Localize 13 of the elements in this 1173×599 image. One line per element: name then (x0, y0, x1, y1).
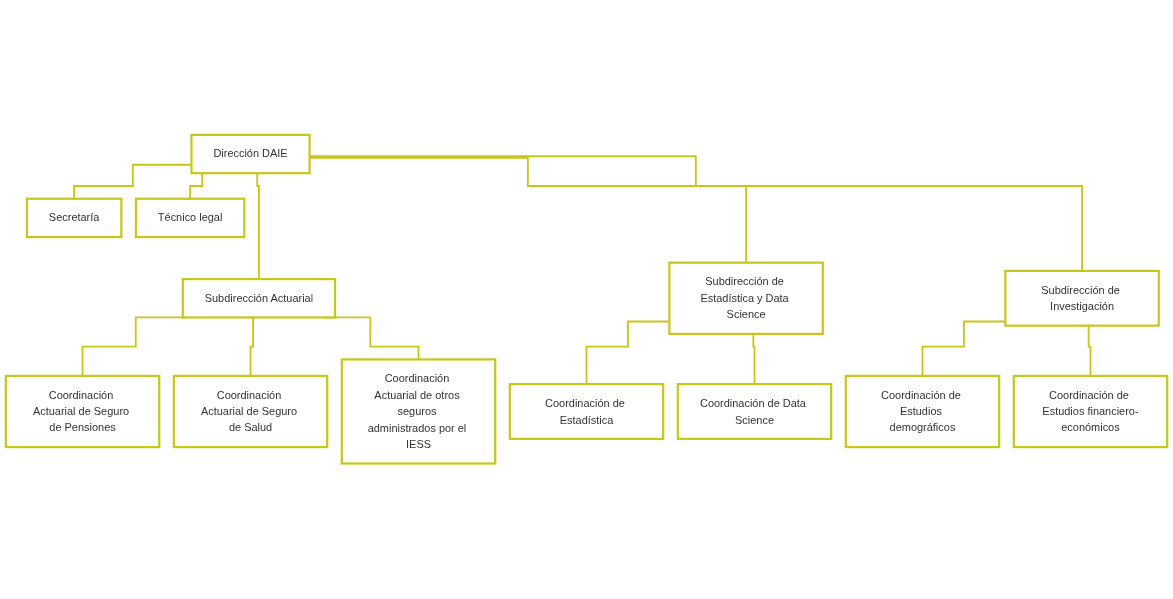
node-box: Subdirección de Estadística y Data Science (668, 261, 824, 336)
node-box: Subdirección Actuarial (181, 278, 337, 319)
node-box: Coordinación Actuarial de Seguro de Pensiones (4, 375, 161, 449)
node-box: Coordinación de Estudios demográficos (844, 375, 1001, 449)
node-box: Coordinación de Estudios financiero-económicos (1012, 375, 1169, 449)
node-box: Coordinación Actuarial de Seguro de Salud (172, 375, 329, 449)
node-box: Coordinación de Data Science (676, 383, 833, 441)
node-box: Coordinación Actuarial de otros seguros administrados por el IESS (340, 358, 497, 465)
node-box: Dirección DAIE (190, 134, 311, 175)
node-box: Secretaría (25, 197, 123, 239)
node-box: Subdirección de Investigación (1004, 270, 1160, 328)
node-box: Coordinación de Estadística (508, 383, 665, 441)
node-box: Técnico legal (134, 197, 246, 239)
